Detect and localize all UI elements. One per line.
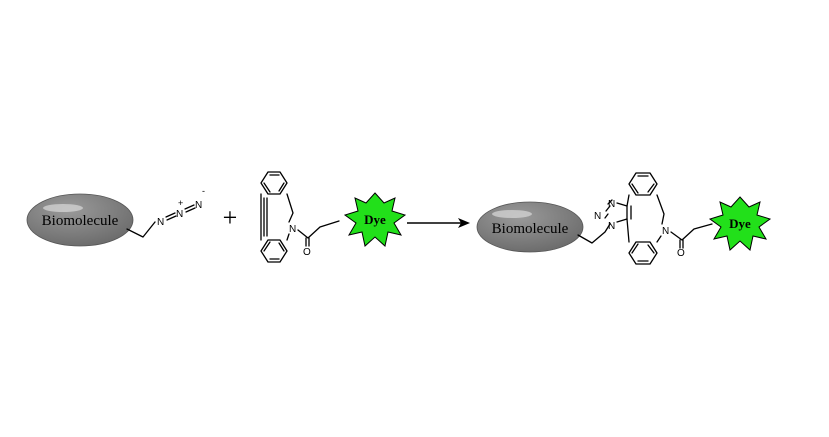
product-n: N <box>662 226 669 237</box>
azide-n2: N <box>176 209 183 220</box>
product-biomolecule: Biomolecule <box>476 201 584 253</box>
azide-plus: + <box>178 198 183 208</box>
triazole-n3: N <box>608 199 615 210</box>
azide-n1: N <box>157 217 164 228</box>
azide-minus: - <box>202 186 205 196</box>
azide-n3: N <box>195 200 202 211</box>
triazole-n1: N <box>608 221 615 232</box>
reactant-dye: Dye <box>343 192 407 247</box>
product-o: O <box>677 248 685 259</box>
triazole-n2: N <box>594 211 601 222</box>
product-biomolecule-label: Biomolecule <box>492 221 569 237</box>
dye-label: Dye <box>364 212 386 227</box>
dbco-n: N <box>289 224 296 235</box>
triazole-product-core: N N N N O <box>577 172 713 265</box>
product-dye-label: Dye <box>729 216 751 231</box>
product-dye-starburst <box>708 196 772 251</box>
dye-starburst <box>343 192 407 247</box>
biomolecule-label: Biomolecule <box>42 213 119 229</box>
biomolecule-highlight <box>43 204 83 212</box>
dbco-molecule: N O <box>260 171 340 263</box>
product-biomolecule-highlight <box>492 210 532 218</box>
reaction-arrow <box>407 218 470 228</box>
reactant-biomolecule: Biomolecule <box>26 193 134 247</box>
dbco-o: O <box>303 247 311 258</box>
plus-operator: + <box>223 203 238 232</box>
product-dye: Dye <box>708 196 772 251</box>
azide-linker: N N + N - <box>126 186 205 238</box>
